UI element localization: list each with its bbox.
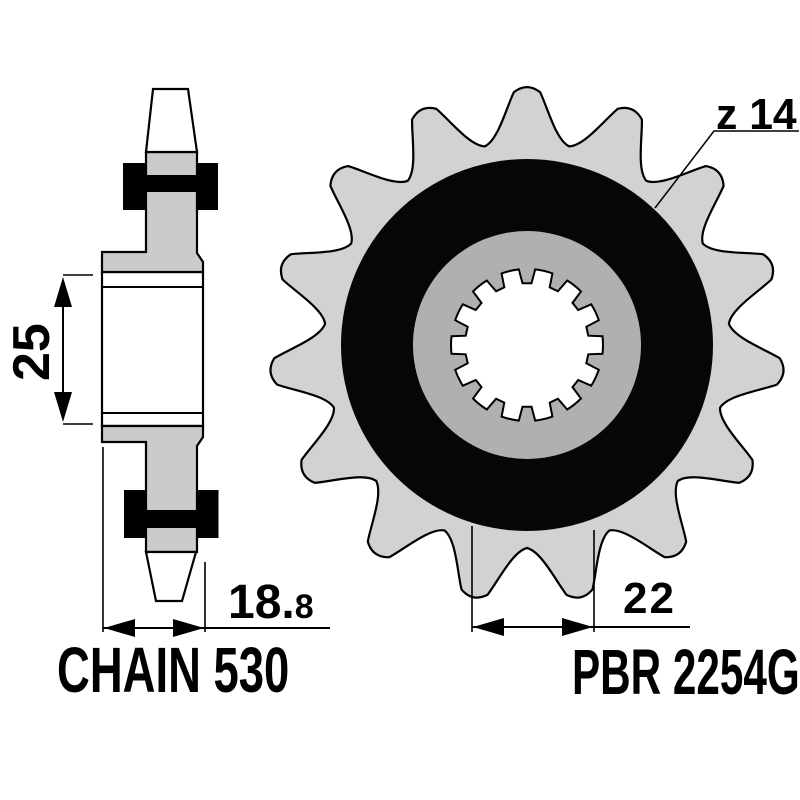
bore-dimension-label: 25 [3,323,61,381]
spacing-dimension-label: 22 [623,574,676,623]
dim-25 [54,274,93,425]
shaft-top-nub [144,87,199,154]
tooth-section-bottom [124,490,219,538]
z14-leader-line [654,130,799,209]
tooth-section-top [123,163,218,210]
chain-size-caption: CHAIN 530 [57,634,290,706]
hub-upper [100,150,205,274]
shaft-bottom-nub [144,550,198,603]
dim-18-8 [102,447,330,637]
front-view [269,86,785,599]
part-number-caption: PBR 2254G [572,636,800,708]
hub-barrel [100,270,205,428]
splined-bore [449,268,605,422]
width-dimension-label: 18.8 [228,579,314,627]
hub-lower [100,424,205,554]
dim-22 [471,526,690,636]
width-dim-main: 18. [228,576,295,629]
teeth-count-label: z 14 [716,90,797,139]
dimensions [54,130,799,637]
side-view [100,87,219,603]
width-dim-decimal: 8 [294,588,314,626]
